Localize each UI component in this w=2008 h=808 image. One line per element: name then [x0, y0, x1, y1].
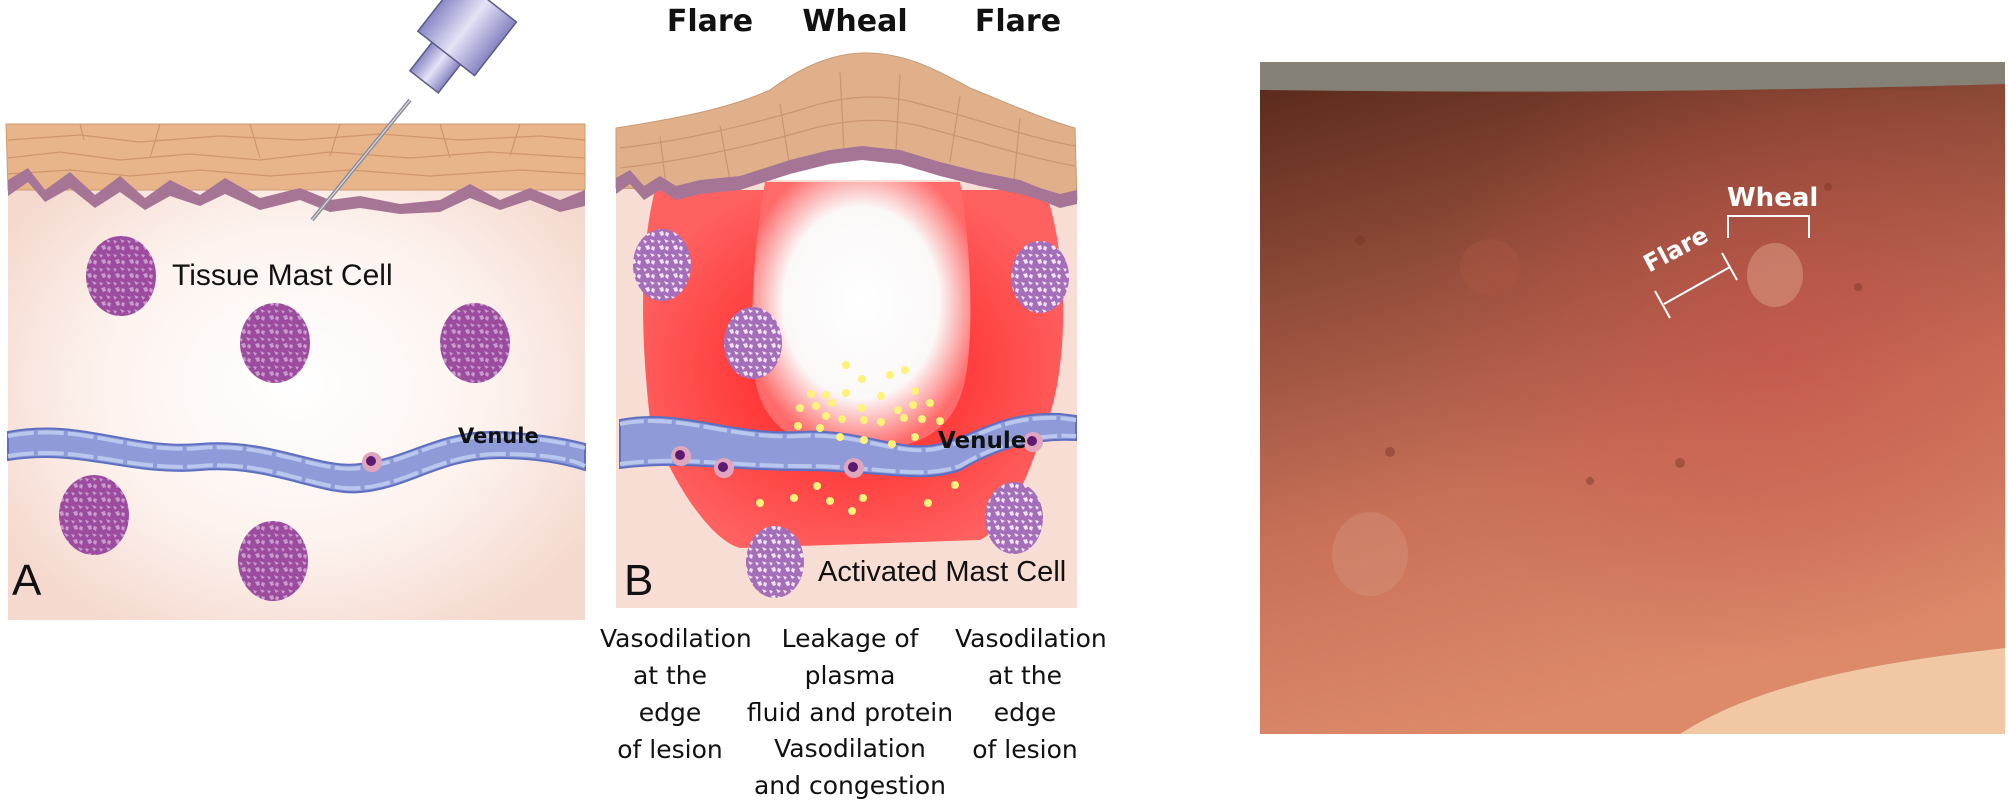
venule-b [619, 412, 1077, 478]
header-wheal: Wheal [802, 4, 908, 39]
wheal-bracket [1727, 215, 1810, 238]
header-flare-left: Flare [666, 4, 754, 39]
skin-photo [1260, 62, 2005, 734]
caption-flare-left: Vasodilation at the edge of lesion [600, 624, 752, 764]
tissue-mast-cell-label: Tissue Mast Cell [172, 259, 393, 292]
panel-b: Flare Wheal Flare [600, 0, 1250, 808]
caption-wheal: Leakage of plasma fluid and protein [746, 624, 954, 727]
photo-panel: Wheal Flare [1260, 62, 2005, 734]
activated-mast-cells [633, 229, 1069, 598]
venule-label-b: Venule [938, 428, 1027, 454]
panel-b-letter: B [624, 556, 654, 605]
header-flare-right: Flare [974, 4, 1062, 39]
panel-a: Tissue Mast Cell Venule A [0, 0, 600, 640]
flare-bracket [1654, 252, 1738, 319]
leukocytes [671, 432, 1043, 478]
mediator-dots [756, 361, 959, 515]
panel-a-letter: A [12, 556, 42, 605]
caption-flare-right: Vasodilation at the edge of lesion [955, 624, 1107, 764]
caption-congestion: Vasodilation and congestion [753, 734, 947, 800]
venule-label-a: Venule [458, 424, 539, 448]
activated-mast-cell-label: Activated Mast Cell [818, 556, 1067, 588]
tissue-mast-cells [59, 236, 510, 601]
panel-b-illustration [615, 52, 1078, 608]
panel-a-illustration [5, 0, 586, 620]
syringe-icon [310, 0, 518, 222]
wheal-region [752, 182, 971, 450]
photo-wheal-label: Wheal [1727, 183, 1819, 213]
